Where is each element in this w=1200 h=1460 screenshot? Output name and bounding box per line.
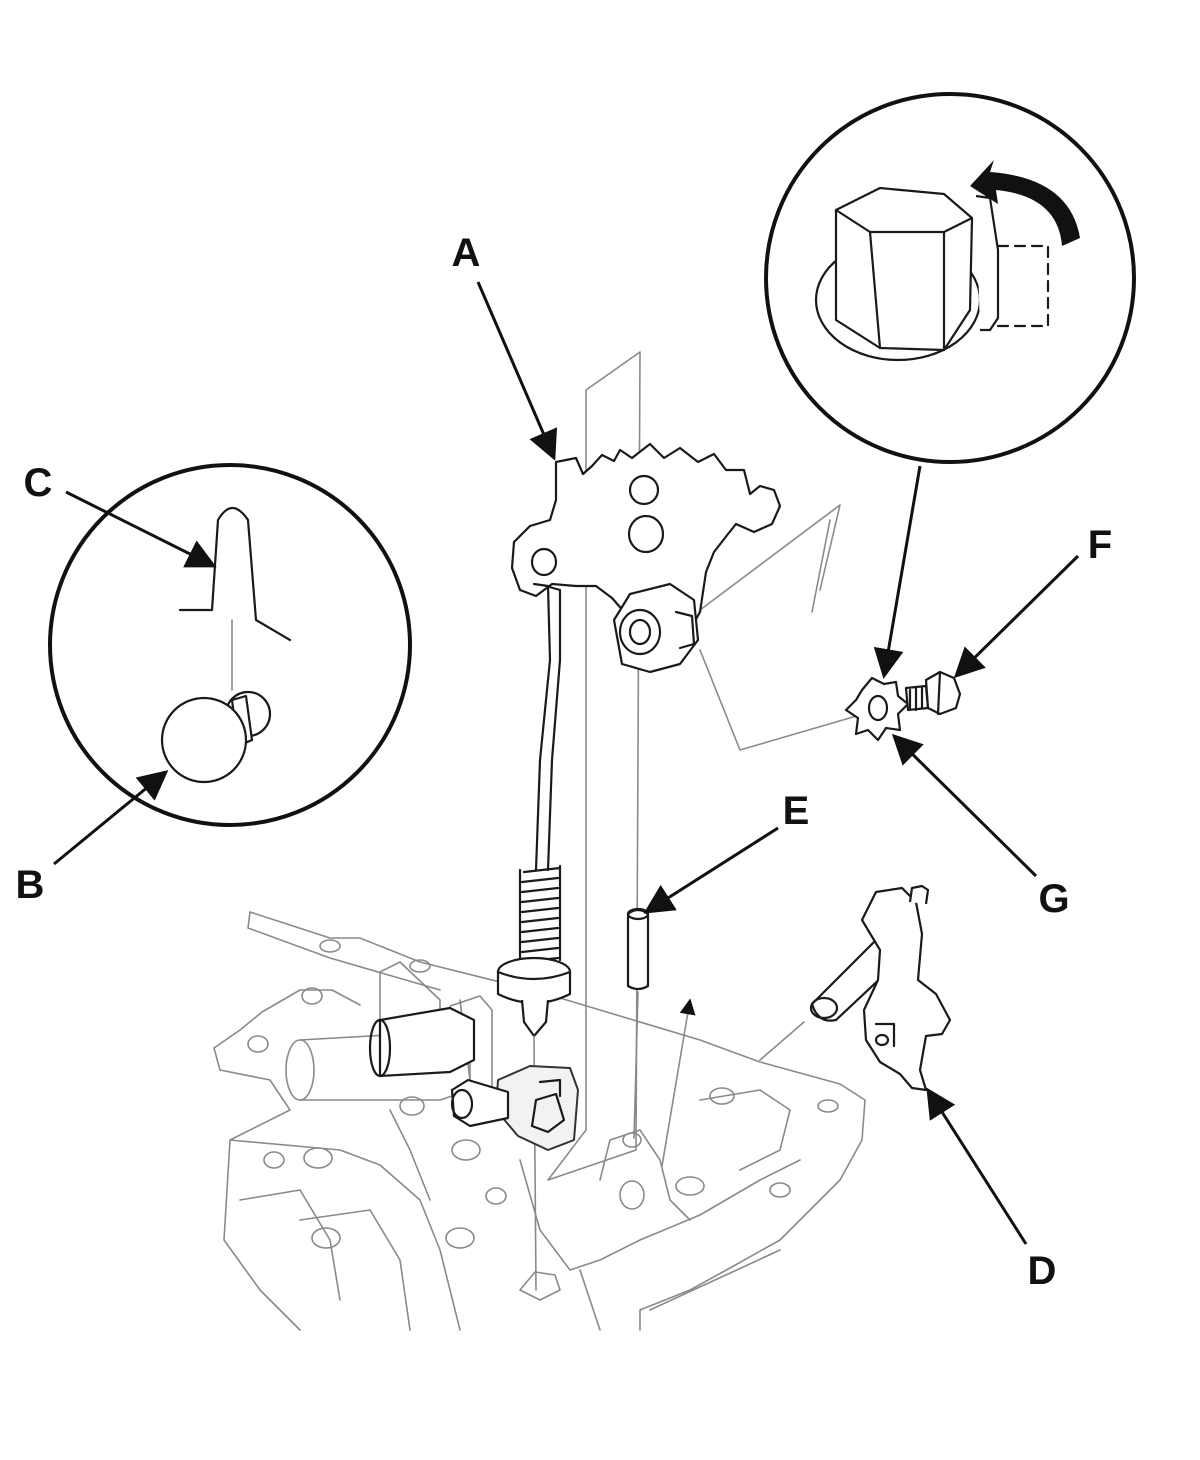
callout-c: C [24,461,53,505]
detail-view-bolt-lock [764,92,1136,679]
guide-plate [547,351,861,1181]
callout-f: F [1088,523,1112,567]
callout-e: E [783,789,810,833]
callout-b: B [16,863,45,907]
dowel-pin [626,907,696,1167]
callout-d: D [1028,1249,1057,1293]
callout-g: G [1038,877,1069,921]
callout-a: A [452,231,481,275]
transmission-housing [213,911,866,1331]
callout-pointers [53,281,1080,1245]
lock-washer [844,676,910,742]
shift-arm [759,884,952,1092]
detail-view-ball-pin [48,463,412,827]
shift-lever-assembly [368,442,782,1291]
flange-bolt [904,670,962,716]
